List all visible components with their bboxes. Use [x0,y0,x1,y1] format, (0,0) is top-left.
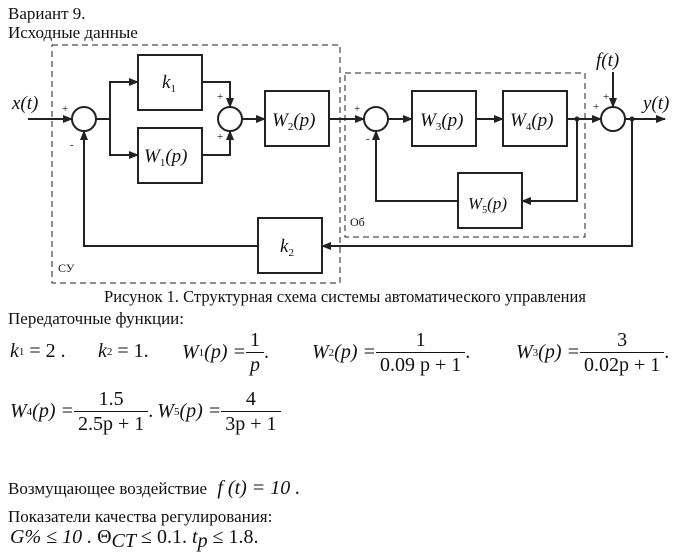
k1-label: k [162,72,171,93]
w2-label: W [272,110,290,131]
w1-label: W [144,146,162,167]
svg-text:k2: k2 [280,236,294,259]
block-k2 [257,217,323,274]
summer-2 [217,106,243,132]
static-error-spec: ΘCT ≤ 0.1. [97,526,187,552]
output-label: y(t) [641,93,669,114]
svg-text:+: + [593,101,599,113]
w3-label: W [420,110,438,131]
svg-text:+: + [217,131,223,143]
svg-text:W5(p): W5(p) [468,194,507,216]
svg-text:W1(p): W1(p) [144,146,187,169]
controller-group-frame [51,44,341,284]
k2-label: k [280,236,289,257]
figure-caption: Рисунок 1. Структурная схема системы авт… [104,287,586,306]
settling-time-spec: tp ≤ 1.8. [192,526,259,552]
disturbance-label: f(t) [596,50,619,71]
block-diagram: x(t) y(t) f(t) k1 W1(p) W2(p) W3(p) W4(p… [11,44,669,284]
svg-text:+: + [62,103,68,115]
svg-text:W2(p): W2(p) [272,110,315,133]
w4-label: W [510,110,528,131]
variant-title: Вариант 9. [8,4,86,23]
svg-text:+: + [603,91,609,103]
svg-text:W3(p): W3(p) [420,110,463,133]
w5-label: W [468,194,484,213]
quality-indices: G% ≤ 10 . ΘCT ≤ 0.1. tp ≤ 1.8. [10,526,259,553]
svg-text:-: - [366,133,370,145]
eq-w5: W [157,400,174,422]
plant-group-label: Об [350,215,365,229]
disturbance-label: Возмущающее воздействие [8,479,208,498]
disturbance-line: Возмущающее воздействие f (t) = 10 . [8,477,300,500]
quality-heading: Показатели качества регулирования: [8,507,273,526]
summer-1 [71,106,97,132]
svg-text:k1: k1 [162,72,176,95]
input-label: x(t) [11,93,38,114]
disturbance-expr: f (t) = 10 . [217,477,301,499]
transfer-functions-heading: Передаточные функции: [8,309,184,328]
summer-4 [600,106,626,132]
svg-text:+: + [217,91,223,103]
overshoot-spec: G% ≤ 10 . [10,526,93,548]
summer-3 [363,106,389,132]
svg-text:-: - [70,139,74,151]
controller-group-label: СУ [58,261,75,275]
source-data-heading: Исходные данные [8,23,138,42]
plant-group-frame [344,72,586,238]
svg-text:W4(p): W4(p) [510,110,553,133]
svg-text:+: + [354,103,360,115]
